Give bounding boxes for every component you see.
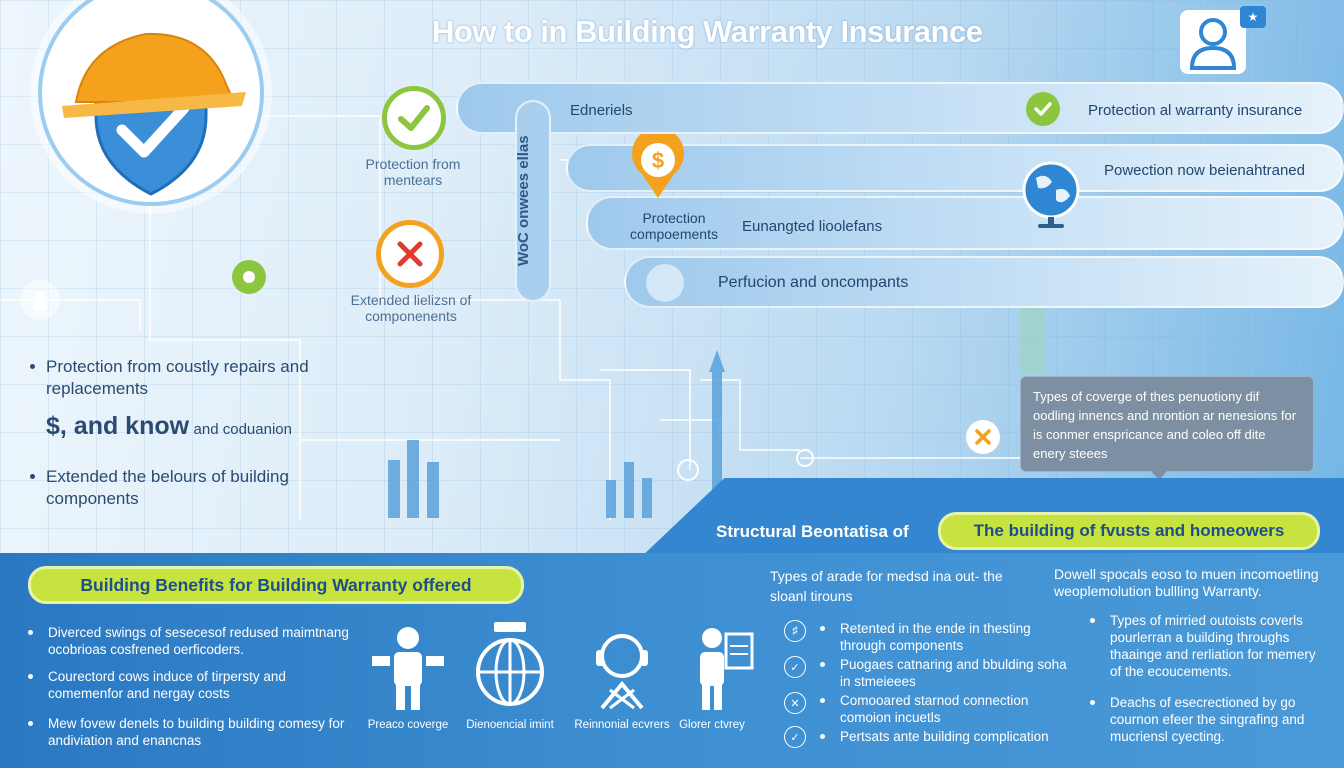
list-icon-4: ✓ (784, 726, 806, 748)
bullet-dot (28, 721, 33, 726)
benefit-bullet-1-text: Diverced swings of sesecesof redused mai… (48, 625, 349, 657)
right-heading: Dowell spocals eoso to muen incomoetling… (1054, 566, 1319, 599)
middle-item-3-text: Comooared starnod connection comoion inc… (840, 693, 1029, 725)
vertical-bar-label: WoC onwees ellas (515, 135, 532, 267)
check-label: Protection from mentears (365, 156, 461, 188)
pill-row-4-dot (646, 264, 684, 302)
bullet-dot (28, 630, 33, 635)
middle-item-4-text: Pertsats ante building complication (840, 729, 1049, 744)
info-tooltip: Types of coverge of thes penuotiony dif … (1020, 376, 1314, 472)
icon-label-2: Dienoencial imint (466, 719, 554, 731)
tooltip-tail (1150, 470, 1168, 480)
shield-check-icon (62, 32, 246, 196)
know-line: $, and know and coduanion (46, 412, 292, 441)
circuit-lines (388, 266, 1050, 518)
list-icon-2: ✓ (784, 656, 806, 678)
pill-row-1: Edneriels Protection al warranty insuran… (456, 82, 1344, 134)
middle-heading: Types of arade for medsd ina out- the sl… (770, 568, 1003, 604)
left-bullet-2-text: Extended the belours of building compone… (46, 467, 289, 508)
cross-label: Extended lielizsn of componenents (350, 292, 472, 324)
icon-label-4: Glorer ctvrey (679, 719, 745, 731)
pill-row-2-right: Powection now beienahtraned (1104, 162, 1305, 179)
check-badge-icon (1026, 92, 1060, 126)
globe-icon (1022, 161, 1080, 228)
person-icon (372, 627, 444, 710)
check-circle-icon (382, 86, 446, 150)
cross-badge-icon (966, 420, 1000, 454)
structural-tag: The building of fvusts and homeowers (938, 512, 1320, 550)
star-chat-icon: ★ (1240, 6, 1266, 28)
bullet-dot (820, 734, 825, 739)
bullet-dot (1090, 700, 1095, 705)
pill-row-4: Perfucion and oncompants (624, 256, 1344, 308)
middle-item-1-text: Retented in the ende in thesting through… (840, 621, 1031, 653)
left-bullet-2: Extended the belours of building compone… (30, 466, 290, 510)
user-avatar-icon (1180, 10, 1246, 74)
icon-label-1: Preaco coverge (367, 719, 449, 731)
right-item-2-text: Deachs of esecrectioned by go cournon ef… (1110, 695, 1305, 744)
icon-label-3: Reinnonial ecvrers (574, 719, 670, 731)
left-bullet-1: Protection from coustly repairs and repl… (30, 356, 330, 400)
cross-circle-icon (376, 220, 444, 288)
person-silhouette-icon (20, 280, 60, 320)
pill-row-1-left: Edneriels (570, 102, 633, 119)
dollar-pin-icon: $ (632, 134, 684, 198)
left-bullet-1-text: Protection from coustly repairs and repl… (46, 357, 309, 398)
benefit-bullet-2-text: Courectord cows induce of tirpersty and … (48, 669, 286, 701)
svg-text:$: $ (652, 148, 664, 173)
engineer-icon (596, 634, 648, 710)
leaf-icon (232, 260, 266, 294)
right-item-1-text: Types of mirried outoists coverls pourle… (1110, 613, 1316, 679)
benefits-tag: Building Benefits for Building Warranty … (28, 566, 524, 604)
pill-row-3: Protection compoements Eunangted lioolef… (586, 196, 1344, 250)
pill-row-3-right: Eunangted lioolefans (742, 218, 883, 235)
know-small: and coduanion (193, 421, 292, 438)
know-big: $, and know (46, 412, 190, 440)
inspector-icon (700, 628, 754, 710)
bullet-dot (30, 364, 35, 369)
structural-heading: Structural Beontatisa of (716, 522, 909, 541)
bullet-dot (820, 626, 825, 631)
benefit-bullet-3-text: Mew fovew denels to building building co… (48, 716, 345, 748)
bullet-dot (820, 662, 825, 667)
bullet-dot (1090, 618, 1095, 623)
list-icon-3: ✕ (784, 692, 806, 714)
bullet-dot (820, 698, 825, 703)
pill-row-2: Powection now beienahtraned (566, 144, 1344, 192)
page-title: How to in Building Warranty Insurance (432, 14, 983, 49)
bullet-dot (28, 674, 33, 679)
vertical-bar (515, 100, 551, 302)
list-icon-1: ♯ (784, 620, 806, 642)
pill-row-1-right: Protection al warranty insurance (1088, 102, 1303, 119)
pill-row-3-left: Protection compoements (630, 210, 718, 242)
pill-row-4-label: Perfucion and oncompants (718, 274, 909, 291)
middle-item-2-text: Puogaes catnaring and bbulding soha in s… (840, 657, 1067, 689)
globe-outline-icon (476, 622, 544, 706)
bullet-dot (30, 474, 35, 479)
